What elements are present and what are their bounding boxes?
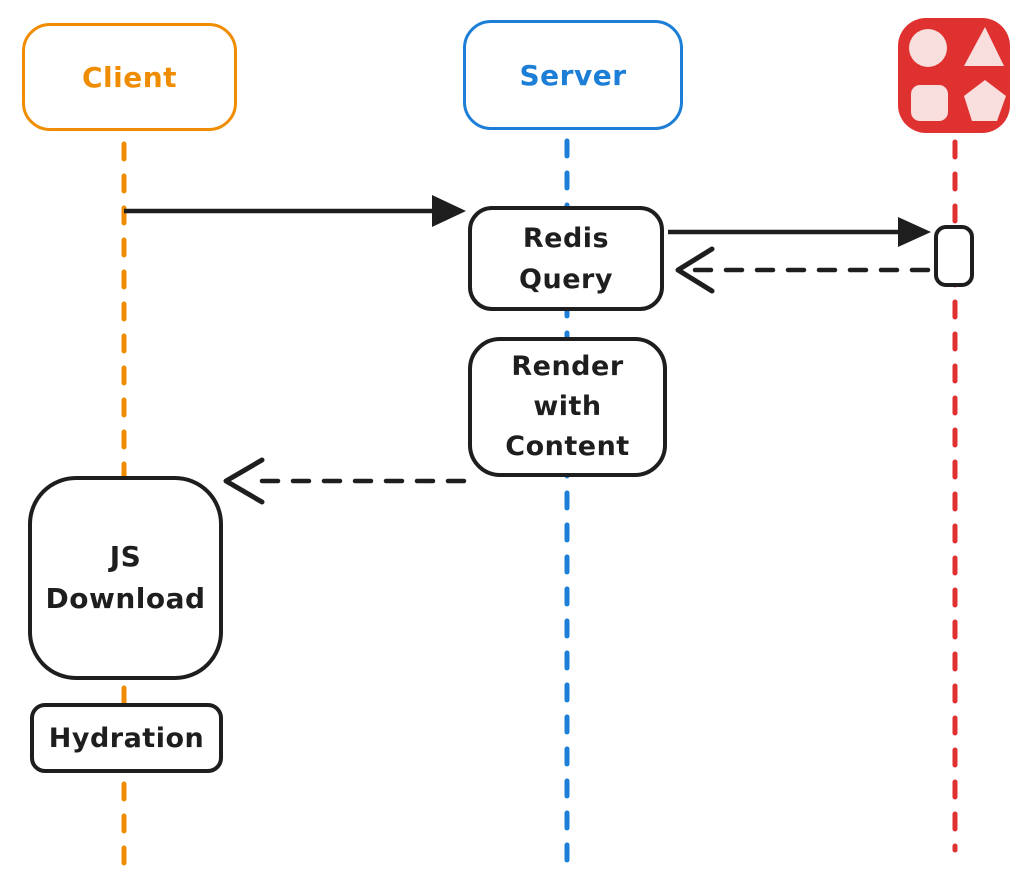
node-redis-query-line2: Query bbox=[519, 263, 613, 295]
shapes-icon bbox=[909, 27, 1006, 121]
redis-activation-bar bbox=[934, 225, 974, 287]
actor-server: Server bbox=[463, 20, 683, 130]
node-redis-query-line1: Redis bbox=[522, 222, 610, 254]
node-js-download: JS Download bbox=[28, 476, 223, 680]
actor-client-label: Client bbox=[81, 60, 178, 94]
node-render-line1: Render bbox=[511, 351, 624, 382]
edge-server-to-client-arrowhead bbox=[223, 457, 265, 505]
actor-redis bbox=[898, 18, 1010, 133]
node-hydration: Hydration bbox=[30, 703, 223, 773]
node-render-line2: with bbox=[533, 391, 602, 422]
actor-client: Client bbox=[22, 23, 237, 131]
node-js-download-line1: JS bbox=[109, 540, 142, 573]
edge-server-to-redis-arrowhead bbox=[898, 217, 931, 247]
node-redis-query: Redis Query bbox=[468, 206, 664, 311]
node-render-with-content: Render with Content bbox=[468, 337, 667, 477]
node-render-line3: Content bbox=[505, 431, 630, 462]
edge-redis-to-server-arrowhead bbox=[675, 246, 715, 294]
edge-client-to-server-arrowhead bbox=[432, 195, 466, 227]
node-hydration-label: Hydration bbox=[48, 722, 205, 754]
actor-server-label: Server bbox=[519, 58, 627, 92]
node-js-download-line2: Download bbox=[45, 582, 206, 615]
